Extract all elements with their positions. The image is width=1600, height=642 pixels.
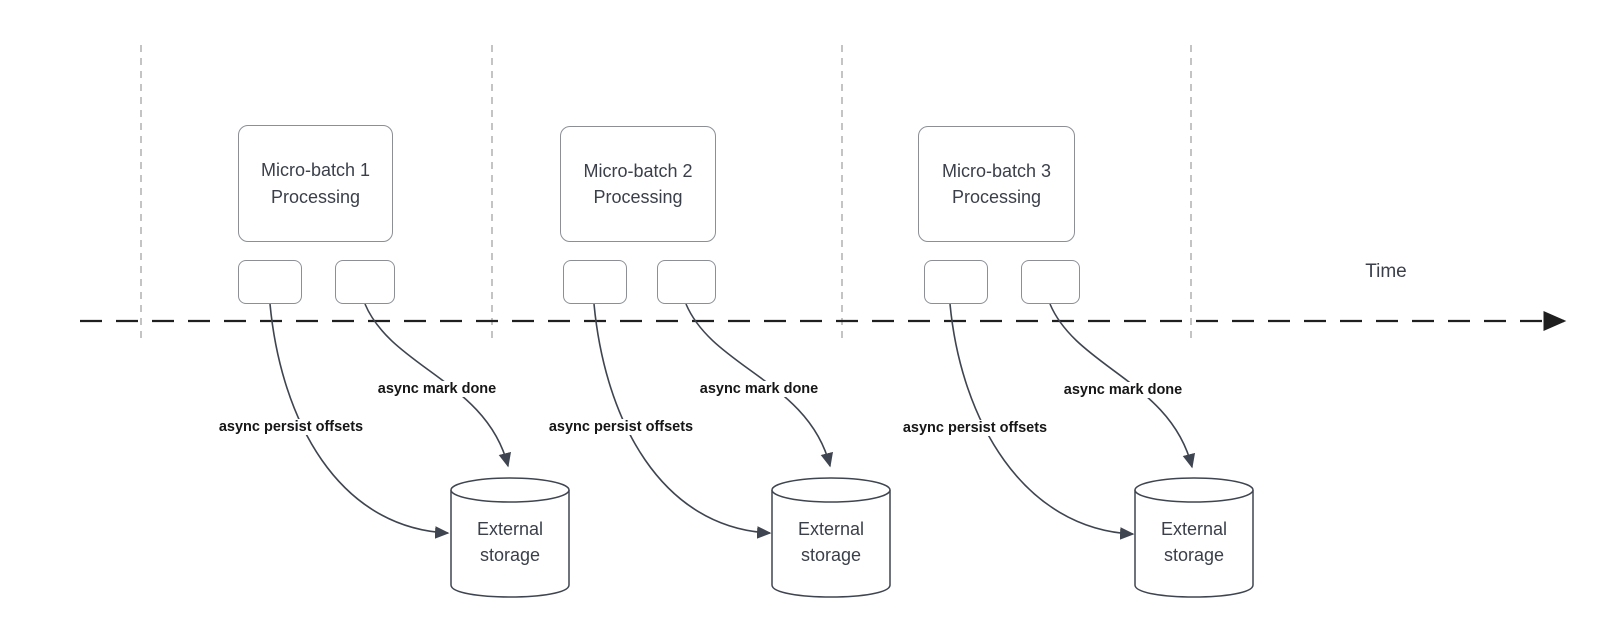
- mark-done-label-2: async mark done: [697, 381, 821, 397]
- persist-offsets-label-3: async persist offsets: [900, 420, 1050, 436]
- persist-offsets-arrow-1: [269, 303, 450, 539]
- micro-batch-2-box: Micro-batch 2 Processing: [560, 126, 716, 242]
- micro-batch-1-box-label-line1: Micro-batch 1: [260, 160, 371, 181]
- micro-batch-1-offsets-task-box: [238, 260, 302, 304]
- micro-batch-2-box-label: Micro-batch 2 Processing: [583, 158, 692, 210]
- persist-offsets-arrow-3: [949, 303, 1135, 540]
- micro-batch-2-offsets-task-box: [563, 260, 627, 304]
- micro-batch-3-offsets-task-box: [924, 260, 988, 304]
- external-storage-label-3: External storage: [1161, 516, 1227, 568]
- external-storage-label-1-line2: storage: [479, 545, 541, 565]
- micro-batch-2-markdone-task-box: [657, 260, 716, 304]
- external-storage-cylinder-1: [450, 477, 570, 598]
- time-axis-label: Time: [1365, 261, 1407, 282]
- mark-done-arrow-2: [685, 303, 833, 468]
- external-storage-label-2: External storage: [798, 516, 864, 568]
- micro-batch-3-box-label-line2: Processing: [951, 187, 1042, 207]
- mark-done-arrow-3: [1049, 303, 1196, 469]
- cylinder-body-2: [771, 490, 891, 598]
- mark-done-arrow-1: [364, 303, 511, 468]
- cylinder-top-1: [450, 477, 570, 503]
- mark-done-label-3: async mark done: [1061, 382, 1185, 398]
- external-storage-label-1: External storage: [477, 516, 543, 568]
- micro-batch-3-box-label-line1: Micro-batch 3: [941, 160, 1052, 181]
- micro-batch-1-box-label: Micro-batch 1 Processing: [261, 157, 370, 209]
- external-storage-label-3-line1: External: [1160, 518, 1228, 539]
- external-storage-cylinder-2: [771, 477, 891, 598]
- cylinder-top-2: [771, 477, 891, 503]
- external-storage-label-2-line1: External: [797, 518, 865, 539]
- micro-batch-1-box: Micro-batch 1 Processing: [238, 125, 393, 242]
- micro-batch-2-box-label-line1: Micro-batch 2: [583, 160, 693, 181]
- micro-batch-3-box-label: Micro-batch 3 Processing: [942, 158, 1051, 210]
- persist-offsets-label-2: async persist offsets: [546, 419, 696, 435]
- micro-batch-3-box: Micro-batch 3 Processing: [918, 126, 1075, 242]
- external-storage-cylinder-3: [1134, 477, 1254, 598]
- external-storage-label-1-line1: External: [476, 518, 544, 539]
- micro-batch-1-markdone-task-box: [335, 260, 395, 304]
- cylinder-body-1: [450, 490, 570, 598]
- persist-offsets-arrow-2: [593, 303, 772, 539]
- external-storage-label-3-line2: storage: [1163, 545, 1225, 565]
- cylinder-body-3: [1134, 490, 1254, 598]
- cylinder-top-3: [1134, 477, 1254, 503]
- external-storage-label-2-line2: storage: [800, 545, 862, 565]
- micro-batch-3-markdone-task-box: [1021, 260, 1080, 304]
- persist-offsets-label-1: async persist offsets: [216, 419, 366, 435]
- micro-batch-2-box-label-line2: Processing: [593, 187, 683, 207]
- micro-batch-1-box-label-line2: Processing: [270, 186, 361, 207]
- mark-done-label-1: async mark done: [375, 381, 499, 397]
